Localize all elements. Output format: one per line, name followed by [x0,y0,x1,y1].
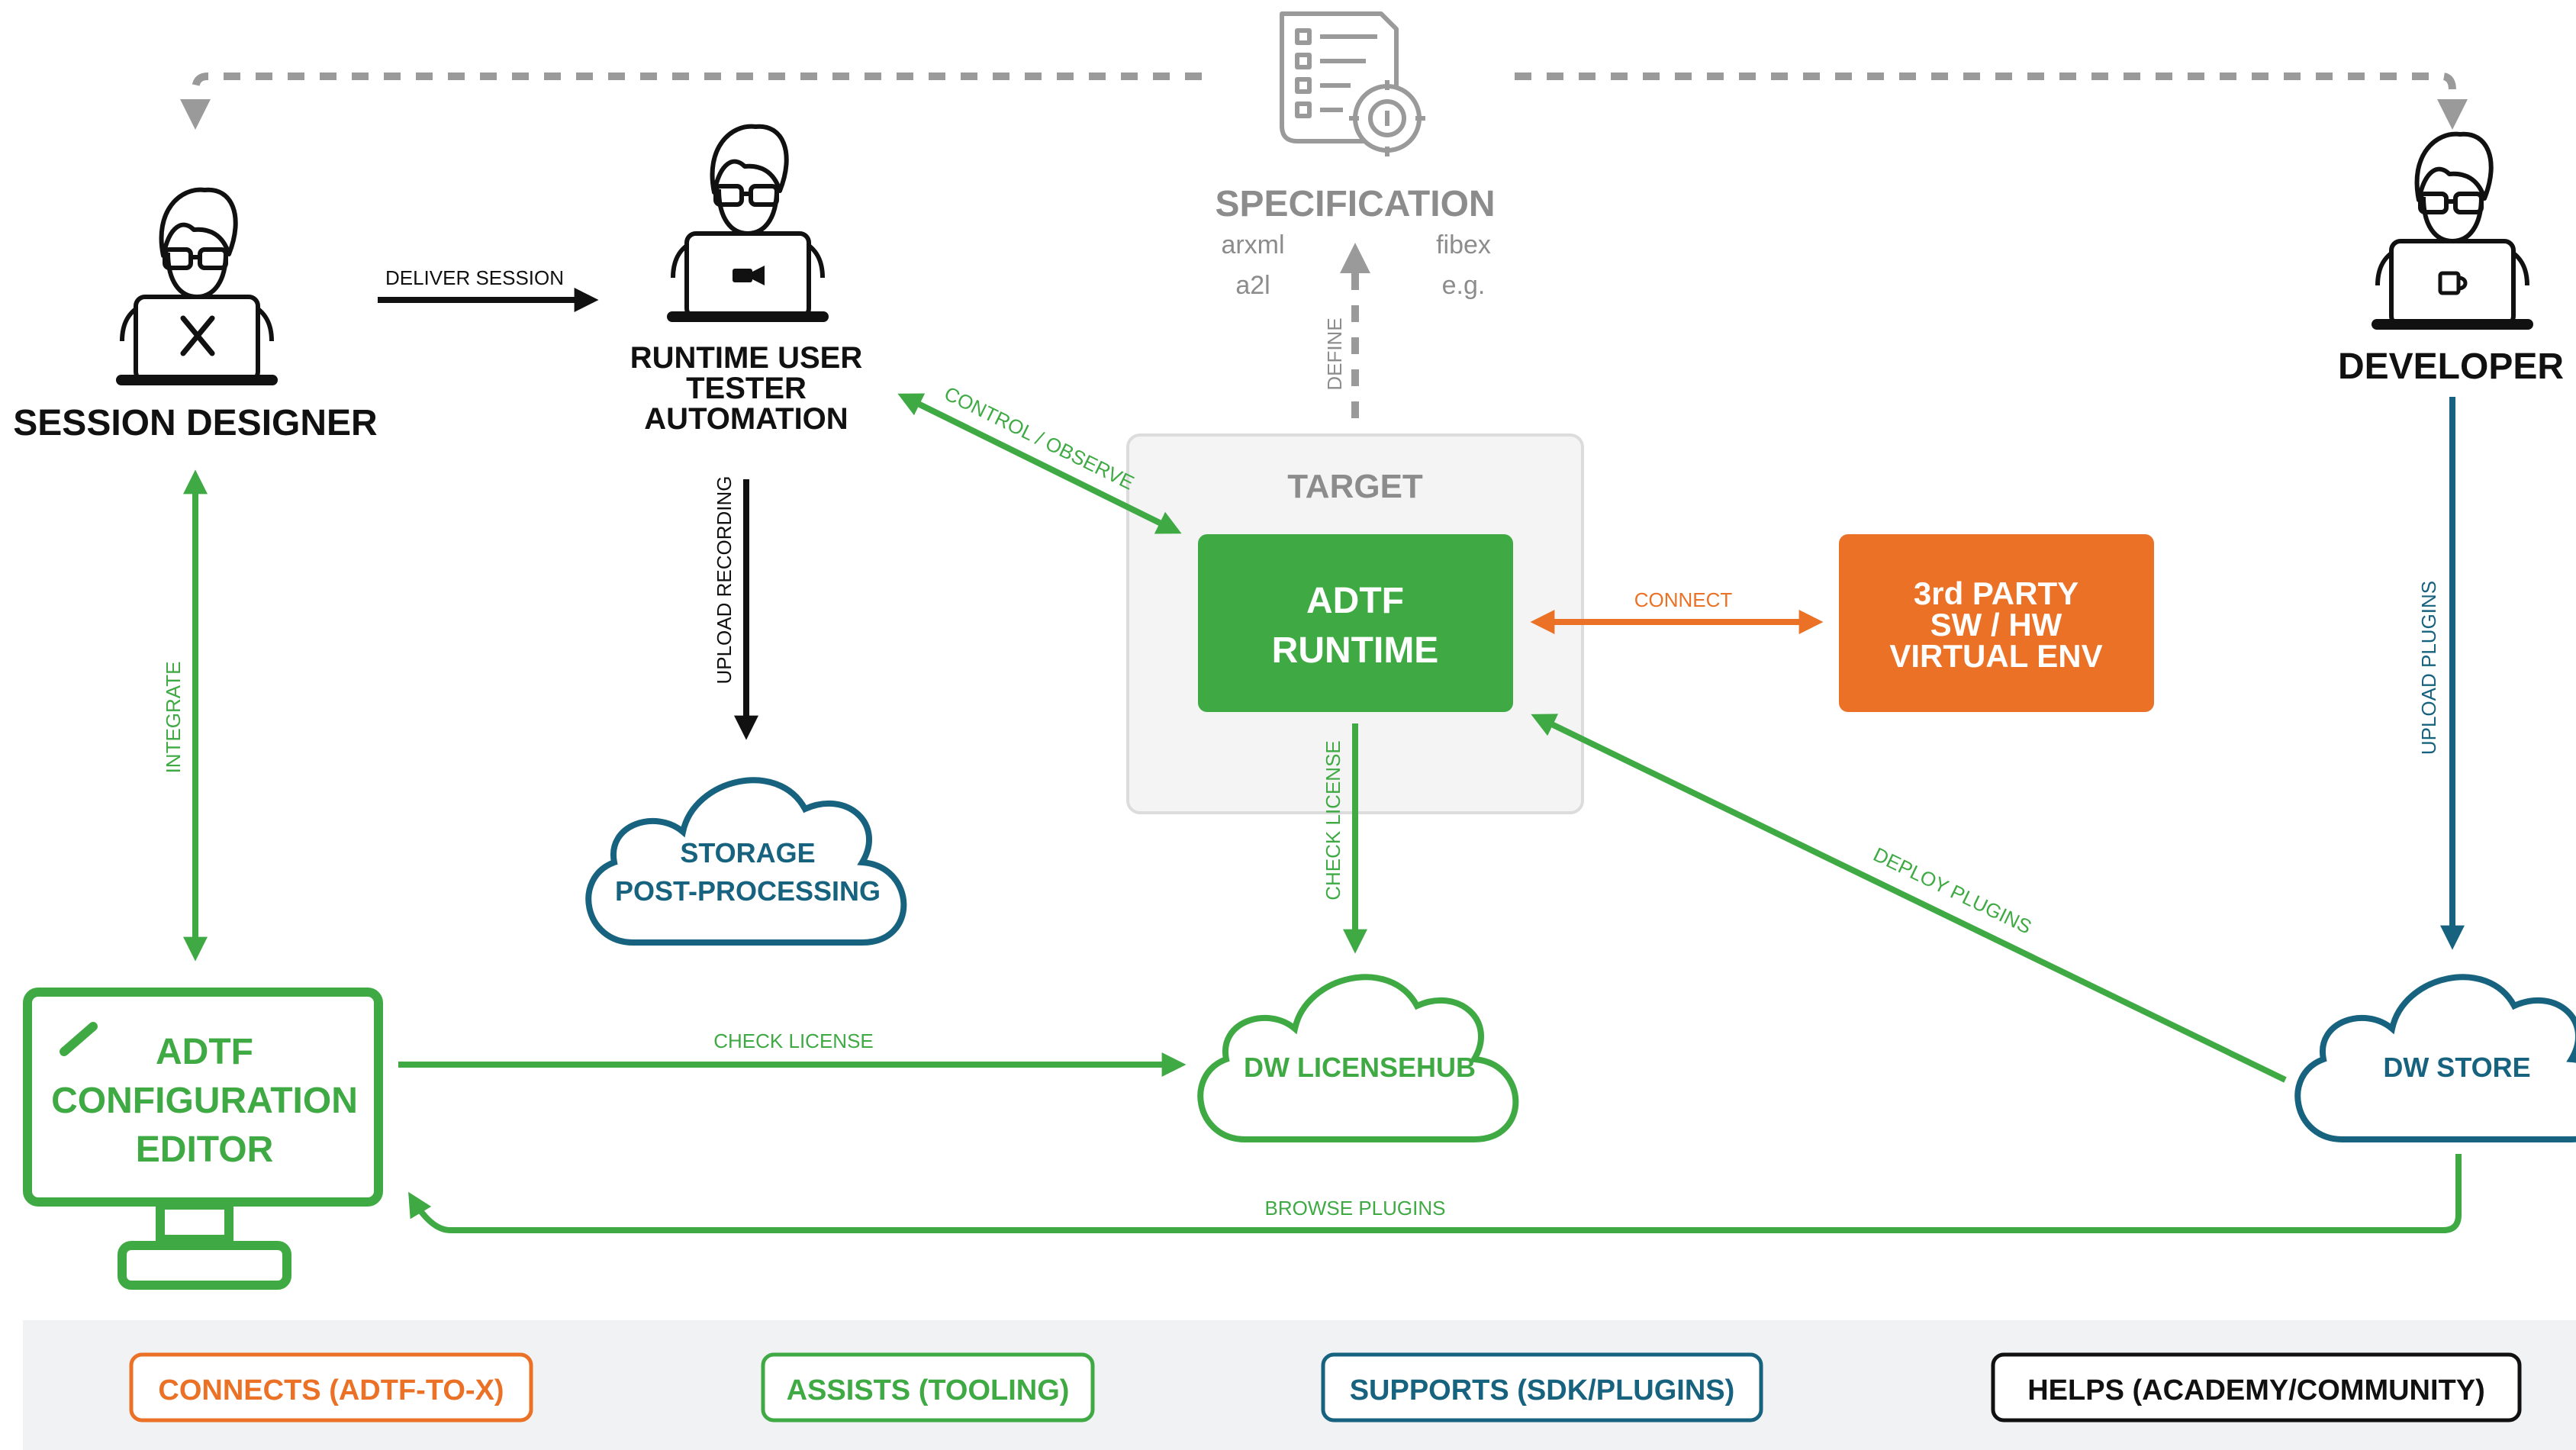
runtime-user-label-2: TESTER [686,372,807,405]
spec-format-a2l: a2l [1235,271,1270,300]
edge-browse-plugins: BROWSE PLUGINS [408,1154,2462,1233]
legend-helps[interactable]: HELPS (ACADEMY/COMMUNITY) [1991,1352,2522,1423]
third-party-line2: SW / HW [1930,607,2062,643]
document-gear-icon [1280,11,1425,156]
edge-control-observe-label: CONTROL / OBSERVE [941,382,1138,494]
edge-define: DEFINE [1323,243,1370,418]
edge-upload-recording-label: UPLOAD RECORDING [713,475,736,684]
configuration-editor-node[interactable]: ADTF CONFIGURATION EDITOR [23,988,383,1290]
edge-integrate: INTEGRATE [162,469,208,962]
runtime-user-label-1: RUNTIME USER [630,341,863,375]
edge-upload-plugins-label: UPLOAD PLUGINS [2417,581,2440,755]
storage-label-2: POST-PROCESSING [615,875,881,907]
store-cloud[interactable]: DW STORE [2297,977,2576,1139]
coffee-cup-icon [2438,271,2468,295]
edge-deliver-session-label: DELIVER SESSION [385,266,564,289]
legend-supports-label: SUPPORTS (SDK/PLUGINS) [1350,1374,1735,1406]
adtf-runtime-line2: RUNTIME [1272,630,1439,671]
video-camera-icon [733,266,765,285]
edge-check-license-editor-label: CHECK LICENSE [713,1030,874,1052]
edge-integrate-label: INTEGRATE [162,662,185,774]
legend-supports[interactable]: SUPPORTS (SDK/PLUGINS) [1321,1352,1763,1423]
editor-label-1: ADTF [156,1032,253,1072]
spec-format-fibex: fibex [1436,230,1491,259]
runtime-user-label-3: AUTOMATION [644,402,848,436]
session-designer-node[interactable]: SESSION DESIGNER [13,190,378,443]
legend-connects[interactable]: CONNECTS (ADTF-TO-X) [129,1352,533,1423]
third-party-node[interactable]: 3rd PARTY SW / HW VIRTUAL ENV [1839,534,2154,712]
editor-label-2: CONFIGURATION [51,1081,358,1121]
edge-connect: CONNECT [1530,588,1824,634]
runtime-user-node[interactable]: RUNTIME USER TESTER AUTOMATION [630,127,863,436]
edge-check-license-runtime-label: CHECK LICENSE [1322,740,1344,901]
edge-upload-plugins: UPLOAD PLUGINS [2417,397,2465,950]
edge-deploy-plugins: DEPLOY PLUGINS [1531,714,2287,1083]
specification-title: SPECIFICATION [1215,184,1495,224]
developer-avatar [2372,134,2533,330]
storage-cloud[interactable]: STORAGE POST-PROCESSING [588,780,903,942]
edge-define-label: DEFINE [1323,317,1346,390]
runtime-user-avatar [667,127,829,322]
licensehub-label: DW LICENSEHUB [1244,1052,1476,1083]
third-party-line3: VIRTUAL ENV [1889,638,2102,674]
monitor-icon [23,988,383,1290]
legend-assists-label: ASSISTS (TOOLING) [787,1374,1070,1406]
edge-browse-plugins-label: BROWSE PLUGINS [1265,1197,1446,1220]
legend-helps-label: HELPS (ACADEMY/COMMUNITY) [2027,1374,2485,1406]
licensehub-cloud[interactable]: DW LICENSEHUB [1200,977,1515,1139]
tools-icon [180,315,215,356]
third-party-line1: 3rd PARTY [1914,575,2079,611]
editor-label-3: EDITOR [136,1129,273,1170]
edge-check-license-runtime: CHECK LICENSE [1322,723,1367,954]
edge-upload-recording: UPLOAD RECORDING [713,475,758,740]
legend-assists[interactable]: ASSISTS (TOOLING) [761,1352,1095,1423]
edge-deliver-session: DELIVER SESSION [378,266,599,312]
target-title: TARGET [1287,468,1423,505]
adtf-runtime-node[interactable]: ADTF RUNTIME [1198,534,1513,712]
session-designer-avatar [116,190,278,385]
store-label: DW STORE [2383,1052,2530,1083]
adtf-runtime-line1: ADTF [1306,581,1404,621]
spec-format-eg: e.g. [1442,271,1486,300]
spec-format-arxml: arxml [1221,230,1284,259]
specification-node[interactable]: SPECIFICATION arxml fibex a2l e.g. [1215,11,1496,300]
legend-connects-label: CONNECTS (ADTF-TO-X) [158,1374,504,1406]
developer-node[interactable]: DEVELOPER [2338,134,2564,387]
session-designer-label: SESSION DESIGNER [13,403,377,443]
edge-connect-label: CONNECT [1634,588,1733,611]
storage-label-1: STORAGE [680,837,815,868]
developer-label: DEVELOPER [2338,346,2564,387]
edge-check-license-editor: CHECK LICENSE [398,1030,1187,1077]
edge-spec-distribution [180,72,2468,130]
